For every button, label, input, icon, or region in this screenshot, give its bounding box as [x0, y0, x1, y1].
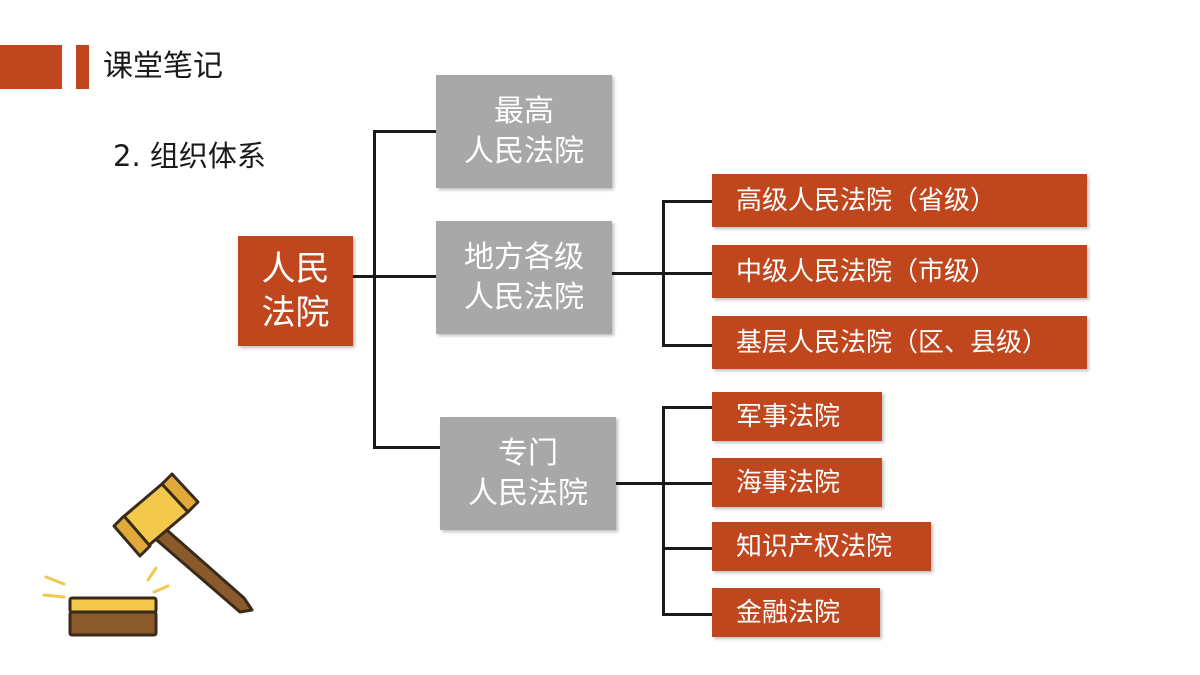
section-subtitle: 2. 组织体系	[113, 139, 266, 173]
node-special-courts: 专门 人民法院	[440, 417, 616, 530]
node-high-court: 高级人民法院（省级）	[712, 174, 1087, 227]
node-financial-court: 金融法院	[712, 588, 880, 637]
node-intermediate-court: 中级人民法院（市级）	[712, 245, 1087, 298]
node-root-line1: 人民	[261, 249, 330, 289]
node-basic-court: 基层人民法院（区、县级）	[712, 316, 1087, 369]
node-supreme-line1: 最高	[494, 93, 554, 129]
node-special-line1: 专门	[498, 435, 558, 471]
header-accent-bar	[0, 45, 62, 89]
node-local-courts: 地方各级 人民法院	[436, 221, 612, 334]
node-supreme-line2: 人民法院	[464, 133, 584, 169]
node-local-line1: 地方各级	[464, 239, 584, 275]
node-root-line2: 法院	[261, 293, 330, 333]
header-accent-stripe	[76, 45, 89, 89]
node-local-line2: 人民法院	[464, 279, 584, 315]
node-root-peoples-court: 人民 法院	[238, 236, 353, 346]
node-maritime-court: 海事法院	[712, 458, 882, 507]
node-military-court: 军事法院	[712, 392, 882, 441]
node-special-line2: 人民法院	[468, 475, 588, 511]
node-ip-court: 知识产权法院	[712, 522, 931, 571]
node-supreme-court: 最高 人民法院	[436, 75, 612, 188]
page-title: 课堂笔记	[103, 49, 223, 84]
gavel-icon	[42, 472, 254, 637]
